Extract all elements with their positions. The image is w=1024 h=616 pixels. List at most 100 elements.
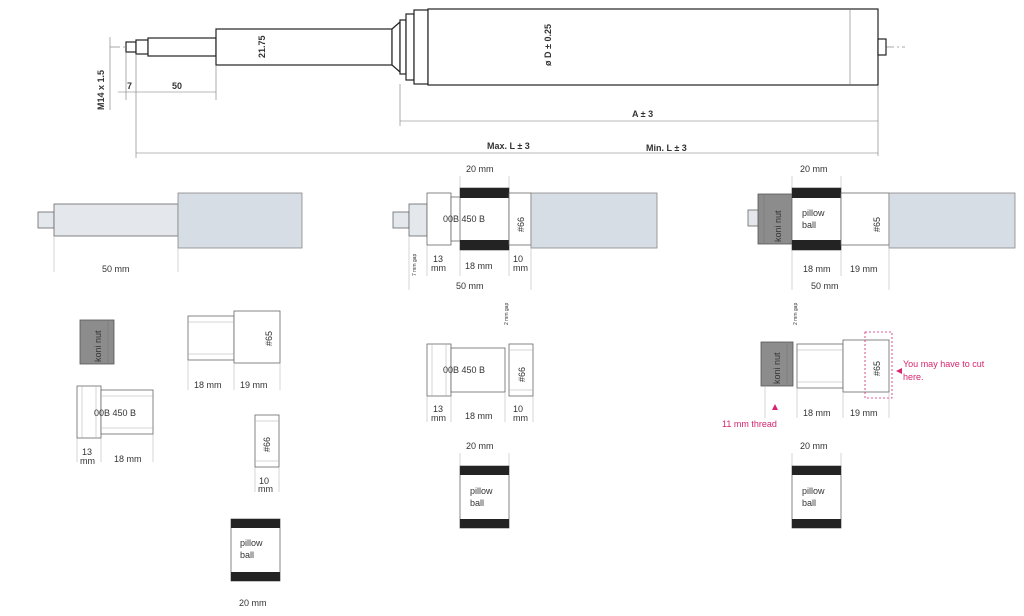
middle-dim-18-b: 18 mm: [465, 411, 493, 421]
part65-collar: [233, 310, 281, 364]
right-pillow-line2: ball: [802, 220, 816, 230]
middle-oob-label: 00B 450 B: [443, 214, 485, 224]
pillow-body: [230, 518, 281, 582]
part66-body: [254, 414, 280, 468]
middle-body: [530, 192, 658, 249]
stud-tip: [125, 41, 137, 53]
right-dim-50: 50 mm: [811, 281, 839, 291]
rod-diameter-label: 21.75: [257, 35, 267, 58]
pillow-band-top: [231, 519, 280, 528]
left-pillow-line2: ball: [240, 550, 254, 560]
left-rod: [53, 203, 179, 237]
collar-ring-1: [399, 19, 407, 75]
right-2mm-gap: 2 mm gap: [793, 303, 799, 325]
right-pillow-band-bottom: [792, 519, 841, 528]
left-part66: #66 10 mm: [254, 414, 280, 494]
left-oob-label: 00B 450 B: [94, 408, 136, 418]
middle-oob-label-b: 00B 450 B: [443, 365, 485, 375]
middle-part66-label-b: #66: [517, 367, 527, 382]
mid-part66-b: [508, 343, 534, 397]
middle-assembly: 20 mm 00B 450 B #66 7 mm gap 13 mm 18 mm…: [392, 164, 658, 325]
right-part65-sleeve-b: [796, 343, 844, 389]
cut-note-line2: here.: [903, 372, 924, 382]
middle-dim-13-unit: mm: [431, 263, 446, 273]
left-dim-13: 13: [82, 447, 92, 457]
middle-dim-10-b-unit: mm: [513, 413, 528, 423]
thread-arrow-icon: [772, 404, 778, 410]
left-part65: #65 18 mm 19 mm: [187, 310, 281, 390]
koni-nut-body: [79, 319, 115, 365]
mid-oob-sleeve-b: [450, 347, 506, 393]
thread-section: [147, 37, 217, 57]
max-length-label: Max. L ± 3: [487, 141, 530, 151]
middle-pillow-20mm: 20 mm: [466, 441, 494, 451]
right-20mm-top: 20 mm: [800, 164, 828, 174]
rod-taper: [391, 20, 401, 74]
left-pillow-line1: pillow: [240, 538, 263, 548]
right-pillow-body: [791, 465, 842, 529]
left-dim-13-unit: mm: [80, 456, 95, 466]
right-dim-19-b: 19 mm: [850, 408, 878, 418]
middle-dim-10-b: 10: [513, 404, 523, 414]
body-diameter-label: ø D ± 0.25: [543, 24, 553, 66]
right-dim-18-b: 18 mm: [803, 408, 831, 418]
left-dim-10-unit: mm: [258, 484, 273, 494]
thread-note: 11 mm thread: [722, 419, 777, 429]
middle-dim-50: 50 mm: [456, 281, 484, 291]
right-exploded-parts: koni nut #65 You may have to cut here. 1…: [722, 331, 985, 429]
collar-ring-2: [405, 13, 415, 81]
cut-here-marker: [864, 331, 893, 399]
right-band-bottom: [792, 240, 841, 250]
left-rod-tip: [37, 211, 55, 229]
left-part65-label: #65: [264, 331, 274, 346]
right-part65-label-b: #65: [872, 361, 882, 376]
thread-label: M14 x 1.5: [96, 70, 106, 110]
middle-2mm-gap: 2 mm gap: [504, 303, 510, 325]
middle-band-top: [460, 188, 509, 198]
right-pillow-b-line1: pillow: [802, 486, 825, 496]
middle-pillow-line1: pillow: [470, 486, 493, 496]
right-pillow-band-top: [792, 466, 841, 475]
mid-pillow-band-top: [460, 466, 509, 475]
right-band-top: [792, 188, 841, 198]
collar-ring-3: [413, 9, 429, 85]
main-body: [427, 8, 879, 86]
right-pillow-line1: pillow: [802, 208, 825, 218]
middle-dim-10: 10: [513, 254, 523, 264]
end-stud: [877, 38, 887, 56]
right-body: [888, 192, 1016, 249]
stud-nut: [135, 39, 149, 55]
right-column: 20 mm koni nut pillow ball #65 18 mm 19 …: [722, 164, 1016, 529]
pillow-band-bottom: [231, 572, 280, 581]
middle-dim-10-unit: mm: [513, 263, 528, 273]
middle-20mm-top: 20 mm: [466, 164, 494, 174]
middle-dim-13: 13: [433, 254, 443, 264]
middle-dim-18: 18 mm: [465, 261, 493, 271]
middle-dim-13-b: 13: [433, 404, 443, 414]
left-koni-nut: koni nut: [79, 319, 115, 365]
left-pillow-20mm: 20 mm: [239, 598, 267, 608]
middle-dim-13-b-unit: mm: [431, 413, 446, 423]
right-pillow-b-line2: ball: [802, 498, 816, 508]
right-part65: [840, 192, 890, 246]
right-koni-label: koni nut: [773, 210, 783, 242]
left-dim-18: 18 mm: [114, 454, 142, 464]
left-body: [177, 192, 303, 249]
left-rod-assembly: 50 mm: [37, 192, 303, 274]
right-dim-19: 19 mm: [850, 264, 878, 274]
right-koni-nut-b: [760, 341, 794, 387]
right-pillow: [791, 187, 842, 251]
right-dim-18: 18 mm: [803, 264, 831, 274]
middle-pillow: [459, 187, 510, 251]
left-column: 50 mm koni nut 00B 450 B 13 mm 18 mm: [37, 192, 303, 608]
right-pillow-ball: 20 mm pillow ball: [791, 441, 842, 529]
left-dim-10: 10: [259, 476, 269, 486]
left-part65-19mm: 19 mm: [240, 380, 268, 390]
middle-oob-collar: [426, 192, 452, 246]
left-rod-50mm: 50 mm: [102, 264, 130, 274]
right-pillow-20mm: 20 mm: [800, 441, 828, 451]
cut-arrow-icon: [896, 368, 902, 374]
part65-sleeve: [187, 315, 235, 361]
mid-pillow-band-bottom: [460, 519, 509, 528]
